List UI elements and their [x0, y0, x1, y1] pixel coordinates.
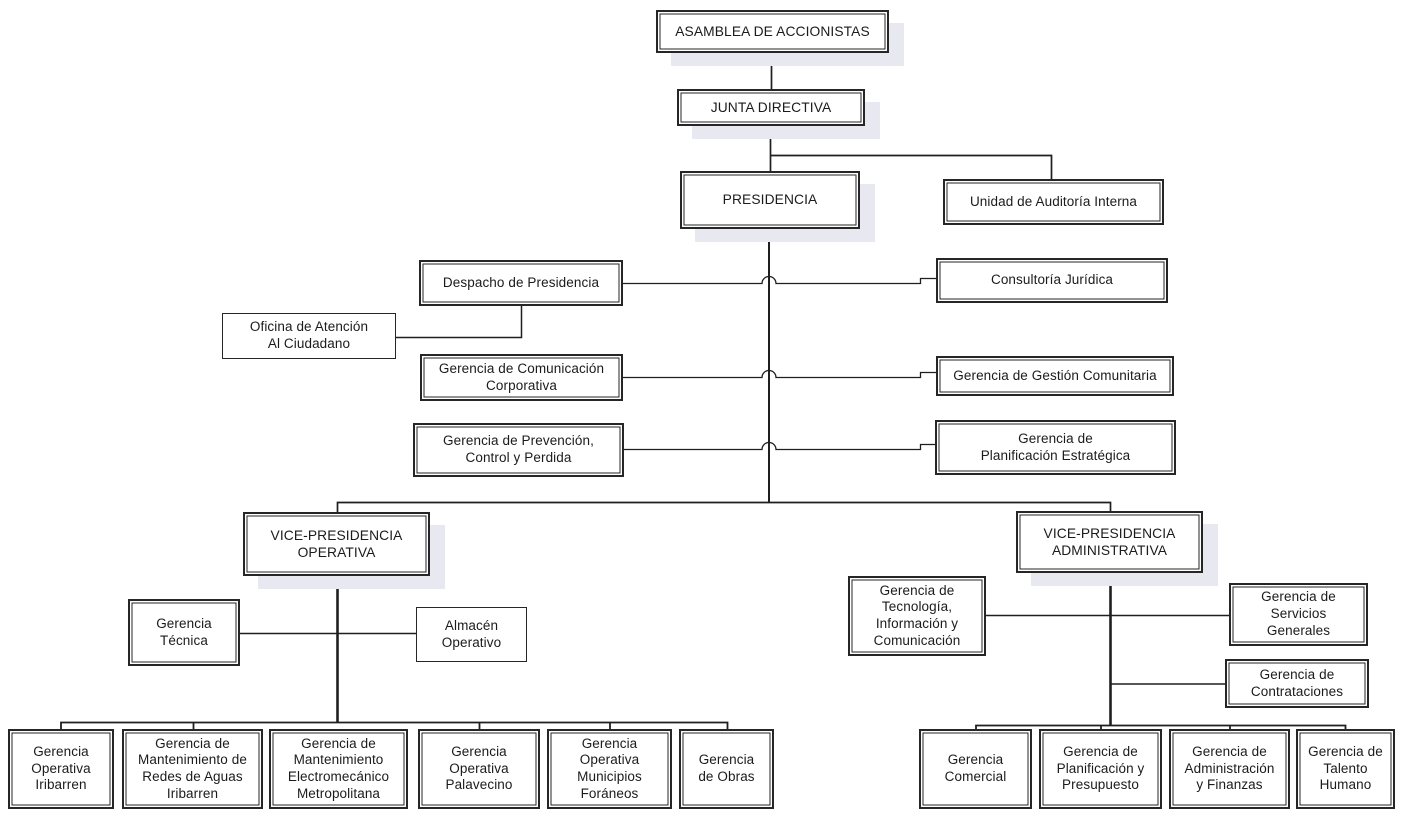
node-label: Consultoría Jurídica [990, 272, 1114, 288]
node-gerencia-planificacion-presupuesto: Gerencia de Planificación y Presupuesto [1039, 729, 1162, 809]
node-gerencia-servicios-generales: Gerencia de Servicios Generales [1229, 583, 1368, 646]
node-label: Gerencia Operativa Palavecino [445, 743, 513, 793]
node-label: Gerencia de Comunicación Corporativa [438, 360, 605, 393]
node-presidencia: PRESIDENCIA [680, 171, 860, 229]
node-label: Gerencia de Obras [698, 752, 755, 784]
node-label: Gerencia de Planificación Estratégica [980, 430, 1131, 463]
node-gerencia-comercial: Gerencia Comercial [919, 729, 1032, 809]
node-vice-presidencia-operativa: VICE-PRESIDENCIA OPERATIVA [243, 512, 430, 576]
node-gerencia-administracion-finanzas: Gerencia de Administración y Finanzas [1169, 729, 1290, 809]
node-label: Almacén Operativo [441, 617, 502, 650]
node-label: Gerencia de Mantenimiento Electromecánic… [287, 735, 390, 801]
node-junta-directiva: JUNTA DIRECTIVA [677, 89, 865, 126]
node-label: Gerencia de Tecnología, Información y Co… [873, 582, 961, 648]
node-label: VICE-PRESIDENCIA ADMINISTRATIVA [1043, 525, 1176, 558]
node-label: PRESIDENCIA [722, 192, 818, 208]
node-label: VICE-PRESIDENCIA OPERATIVA [270, 527, 403, 560]
node-label: Gerencia de Talento Humano [1308, 743, 1383, 793]
node-gerencia-operativa-iribarren: Gerencia Operativa Iribarren [8, 729, 114, 809]
node-label: Gerencia Comercial [944, 752, 1007, 784]
node-label: Gerencia de Servicios Generales [1261, 589, 1336, 638]
node-label: Gerencia Técnica [156, 615, 212, 648]
node-label: JUNTA DIRECTIVA [710, 99, 832, 115]
node-gerencia-talento-humano: Gerencia de Talento Humano [1296, 729, 1395, 809]
node-label: Gerencia Operativa Municipios Foráneos [577, 735, 642, 801]
node-gerencia-contrataciones: Gerencia de Contrataciones [1225, 659, 1369, 708]
node-consultoria-juridica: Consultoría Jurídica [936, 258, 1168, 303]
node-gerencia-gestion-comunitaria: Gerencia de Gestión Comunitaria [936, 356, 1174, 396]
node-almacen-operativo: Almacén Operativo [416, 607, 527, 662]
node-label: ASAMBLEA DE ACCIONISTAS [675, 23, 870, 39]
node-unidad-auditoria-interna: Unidad de Auditoría Interna [943, 179, 1164, 225]
node-gerencia-mantenimiento-redes-aguas-iribarren: Gerencia de Mantenimiento de Redes de Ag… [122, 729, 263, 809]
node-gerencia-mantenimiento-electromecanico-metropolitana: Gerencia de Mantenimiento Electromecánic… [269, 729, 408, 809]
node-oficina-atencion-ciudadano: Oficina de Atención Al Ciudadano [222, 313, 396, 359]
node-gerencia-operativa-municipios-foraneos: Gerencia Operativa Municipios Foráneos [547, 729, 672, 809]
node-gerencia-prevencion-control-perdida: Gerencia de Prevención, Control y Perdid… [413, 423, 624, 477]
node-label: Gerencia de Planificación y Presupuesto [1056, 743, 1145, 793]
node-label: Oficina de Atención Al Ciudadano [249, 319, 369, 351]
node-gerencia-tecnica: Gerencia Técnica [128, 599, 240, 666]
node-label: Gerencia de Contrataciones [1250, 666, 1344, 699]
node-gerencia-comunicacion-corporativa: Gerencia de Comunicación Corporativa [420, 354, 623, 401]
node-gerencia-de-obras: Gerencia de Obras [679, 729, 774, 809]
node-label: Gerencia de Gestión Comunitaria [953, 367, 1157, 383]
node-label: Gerencia de Administración y Finanzas [1184, 743, 1275, 793]
node-despacho-de-presidencia: Despacho de Presidencia [419, 260, 623, 306]
node-asamblea-de-accionistas: ASAMBLEA DE ACCIONISTAS [656, 10, 889, 53]
node-vice-presidencia-administrativa: VICE-PRESIDENCIA ADMINISTRATIVA [1016, 511, 1203, 573]
node-label: Gerencia Operativa Iribarren [31, 743, 91, 793]
node-gerencia-tecnologia-informacion-comunicacion: Gerencia de Tecnología, Información y Co… [848, 576, 986, 656]
node-label: Gerencia de Prevención, Control y Perdid… [443, 433, 594, 465]
node-gerencia-operativa-palavecino: Gerencia Operativa Palavecino [418, 729, 540, 809]
node-gerencia-planificacion-estrategica: Gerencia de Planificación Estratégica [935, 420, 1176, 475]
node-label: Unidad de Auditoría Interna [969, 193, 1138, 209]
node-label: Despacho de Presidencia [442, 274, 600, 290]
node-label: Gerencia de Mantenimiento de Redes de Ag… [138, 735, 247, 801]
